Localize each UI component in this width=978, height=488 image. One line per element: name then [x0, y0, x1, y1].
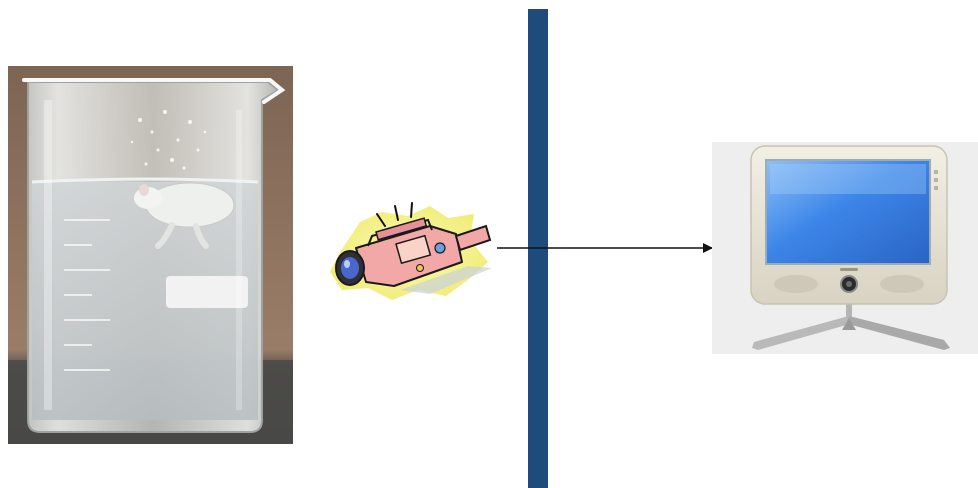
computer-monitor-icon: [712, 142, 978, 354]
video-camera-icon: [330, 203, 492, 300]
beaker-photo: [8, 66, 293, 444]
camera-lens: [336, 251, 364, 285]
monitor-side-buttons: [934, 170, 938, 190]
beaker-label-patch: [166, 276, 248, 308]
glass-highlight: [44, 100, 52, 410]
